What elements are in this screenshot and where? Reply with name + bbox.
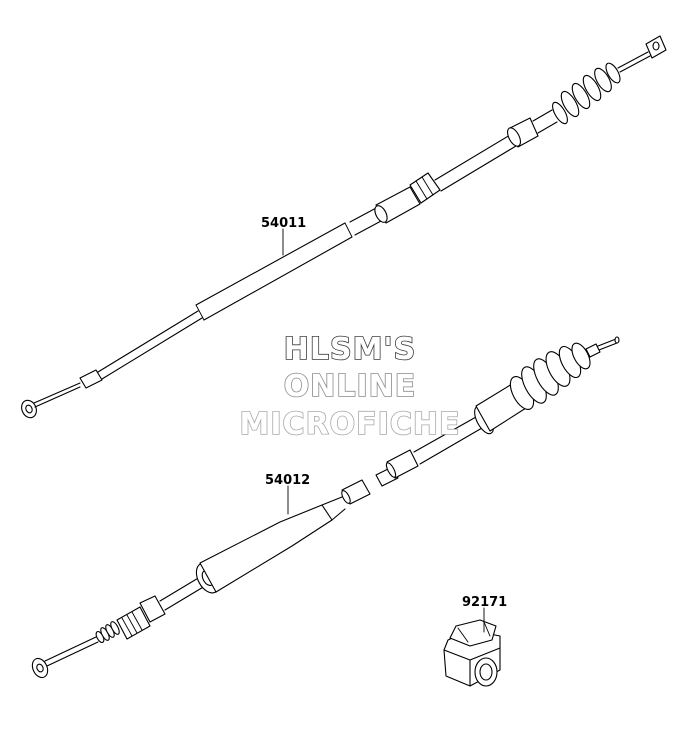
watermark: HLSM'S ONLINE MICROFICHE xyxy=(239,331,461,443)
part-label-54011[interactable]: 54011 xyxy=(261,216,306,231)
watermark-line-3: MICROFICHE xyxy=(240,407,461,442)
cable-54012[interactable] xyxy=(29,336,620,680)
cable-54011[interactable] xyxy=(19,35,667,420)
part-label-92171[interactable]: 92171 xyxy=(462,595,507,610)
watermark-line-2: ONLINE xyxy=(284,369,417,404)
watermark-line-1: HLSM'S xyxy=(284,332,416,367)
part-label-54012[interactable]: 54012 xyxy=(265,473,310,488)
clamp-92171[interactable] xyxy=(443,619,501,687)
